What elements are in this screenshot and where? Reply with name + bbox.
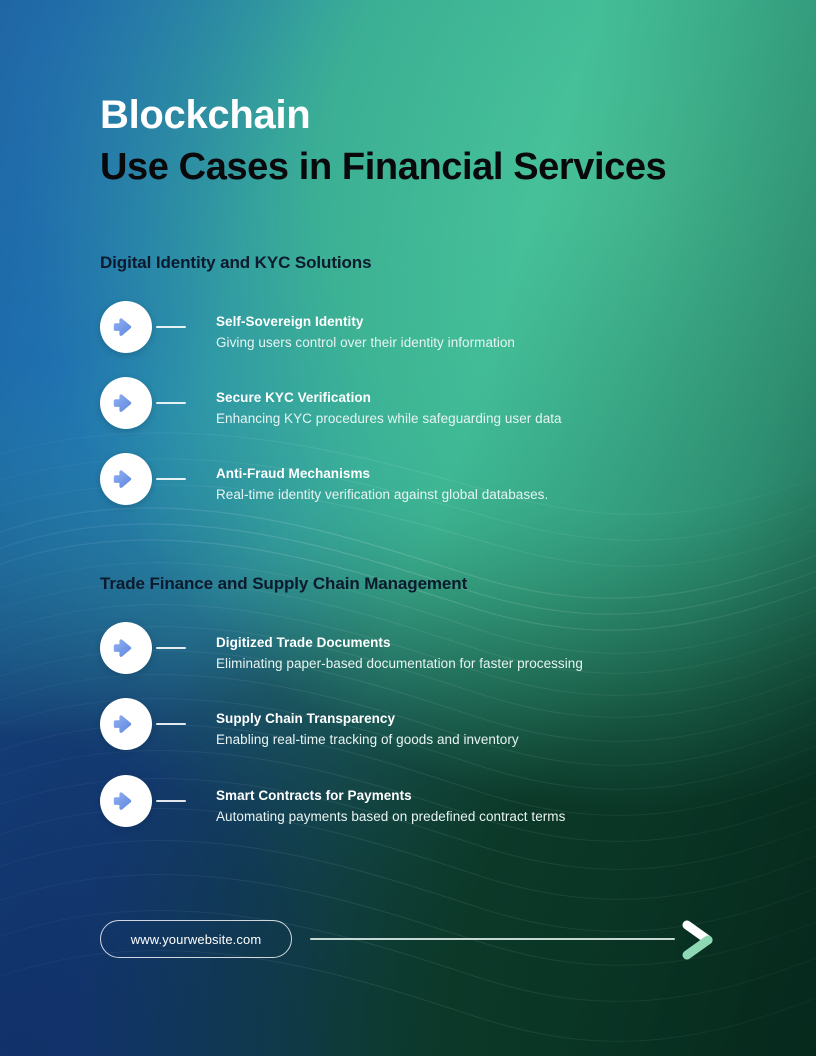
item-title: Smart Contracts for Payments: [216, 788, 412, 803]
website-button[interactable]: www.yourwebsite.com: [100, 920, 292, 958]
connector-line: [156, 647, 186, 649]
page-title: Blockchain Use Cases in Financial Servic…: [100, 92, 667, 190]
connector-line: [156, 402, 186, 404]
item-title: Self-Sovereign Identity: [216, 314, 364, 329]
arrow-right-icon: [100, 377, 152, 429]
arrow-right-icon: [100, 775, 152, 827]
arrow-right-icon: [100, 453, 152, 505]
connector-line: [156, 723, 186, 725]
item-description: Giving users control over their identity…: [216, 335, 515, 350]
item-title: Anti-Fraud Mechanisms: [216, 466, 371, 481]
title-line-2: Use Cases in Financial Services: [100, 146, 667, 188]
item-title: Supply Chain Transparency: [216, 711, 396, 726]
section-heading-trade-finance: Trade Finance and Supply Chain Managemen…: [100, 574, 468, 593]
item-description: Automating payments based on predefined …: [216, 809, 566, 824]
connector-line: [156, 326, 186, 328]
item-description: Real-time identity verification against …: [216, 487, 549, 502]
connector-line: [156, 800, 186, 802]
arrow-right-icon: [100, 301, 152, 353]
connector-line: [156, 478, 186, 480]
arrow-right-icon: [100, 622, 152, 674]
website-label: www.yourwebsite.com: [130, 931, 262, 947]
item-description: Eliminating paper-based documentation fo…: [216, 656, 583, 671]
item-description: Enabling real-time tracking of goods and…: [216, 732, 519, 747]
item-description: Enhancing KYC procedures while safeguard…: [216, 411, 562, 426]
item-title: Digitized Trade Documents: [216, 635, 391, 650]
footer-divider-line: [310, 938, 675, 940]
item-title: Secure KYC Verification: [216, 390, 371, 405]
chevron-right-icon[interactable]: [678, 918, 720, 962]
section-heading-digital-identity: Digital Identity and KYC Solutions: [100, 253, 372, 272]
arrow-right-icon: [100, 698, 152, 750]
title-line-1: Blockchain: [100, 93, 311, 137]
